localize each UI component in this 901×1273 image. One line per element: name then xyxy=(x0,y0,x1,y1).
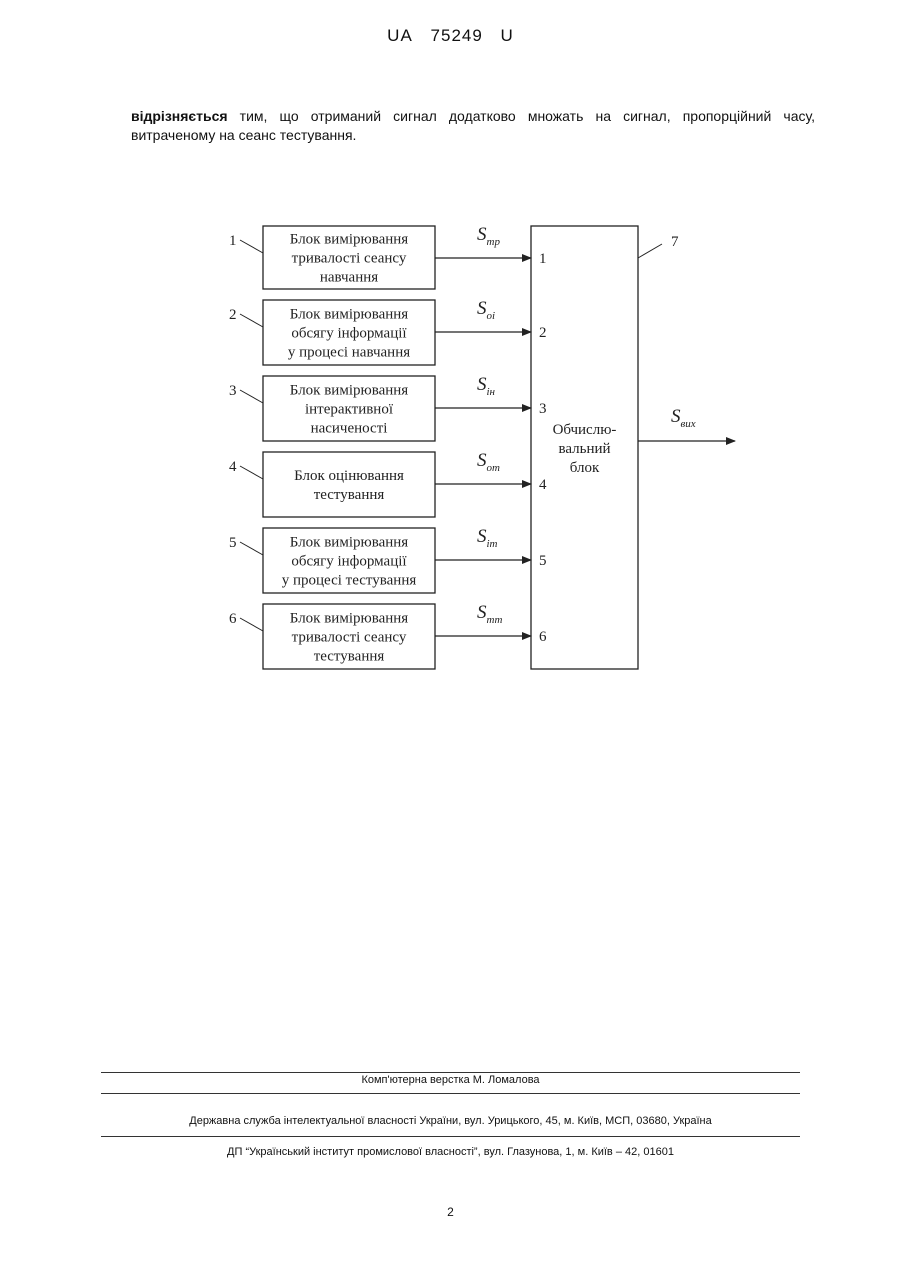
input-block-4-ref-number: 4 xyxy=(229,459,237,475)
input-block-5-signal-label: Sіт xyxy=(477,526,498,550)
page-number: 2 xyxy=(0,1205,901,1219)
input-block-6-label-line: тривалості сеансу xyxy=(292,630,407,646)
input-block-4-label-line: тестування xyxy=(314,487,385,503)
compute-block-input-4-number: 4 xyxy=(539,477,547,493)
footer-institute: ДП “Український інститут промислової вла… xyxy=(0,1146,901,1158)
output-signal-subscript: вих xyxy=(681,418,696,430)
input-block-6-label-line: тестування xyxy=(314,649,385,665)
input-block-3-label-line: насиченості xyxy=(311,421,388,437)
input-block-5-label-line: обсягу інформації xyxy=(291,554,407,570)
input-block-4-signal-label: Sот xyxy=(477,450,500,474)
compute-block-ref-number: 7 xyxy=(671,234,679,250)
input-block-3-label-line: Блок вимірювання xyxy=(290,383,409,399)
input-block-1-label-line: Блок вимірювання xyxy=(290,232,409,248)
input-block-2-ref-number: 2 xyxy=(229,307,237,323)
input-block-5-signal-subscript: іт xyxy=(487,538,498,550)
input-block-6-signal-subscript: тт xyxy=(487,614,503,626)
input-block-2-ref-leader xyxy=(240,314,263,327)
input-block-6-ref-number: 6 xyxy=(229,611,237,627)
input-block-1-ref-number: 1 xyxy=(229,233,237,249)
input-block-4-signal-subscript: от xyxy=(487,462,501,474)
input-block-4-ref-leader xyxy=(240,466,263,479)
input-block-4 xyxy=(263,452,435,517)
input-block-3-signal-subscript: ін xyxy=(487,386,496,398)
footer-rule-middle xyxy=(101,1093,800,1094)
footer-layout-credit: Комп'ютерна верстка М. Ломалова xyxy=(0,1074,901,1086)
compute-block-input-2-number: 2 xyxy=(539,325,547,341)
input-block-2-signal-label: Sоі xyxy=(477,298,495,322)
input-block-1-ref-leader xyxy=(240,240,263,253)
footer-rule-top xyxy=(101,1072,800,1073)
input-block-4-label-line: Блок оцінювання xyxy=(294,468,404,484)
compute-block-input-6-number: 6 xyxy=(539,629,547,645)
input-block-2-label-line: Блок вимірювання xyxy=(290,307,409,323)
input-block-6-ref-leader xyxy=(240,618,263,631)
input-block-1-signal-label: Sтр xyxy=(477,224,500,248)
input-block-6-label-line: Блок вимірювання xyxy=(290,611,409,627)
compute-block-label-line: блок xyxy=(570,460,600,476)
input-block-3-ref-number: 3 xyxy=(229,383,237,399)
compute-block-input-5-number: 5 xyxy=(539,553,547,569)
input-block-3-label-line: інтерактивної xyxy=(305,402,394,418)
compute-block-input-1-number: 1 xyxy=(539,251,547,267)
compute-block-input-3-number: 3 xyxy=(539,401,547,417)
input-block-1-label-line: тривалості сеансу xyxy=(292,251,407,267)
input-block-2-signal-subscript: оі xyxy=(487,310,496,322)
input-block-1-label-line: навчання xyxy=(320,270,378,286)
footer-agency: Державна служба інтелектуальної власност… xyxy=(0,1115,901,1127)
input-block-1-signal-subscript: тр xyxy=(487,236,501,248)
input-block-2-label-line: у процесі навчання xyxy=(288,345,410,361)
compute-block-label-line: Обчислю- xyxy=(553,422,617,438)
input-block-6-signal-label: Sтт xyxy=(477,602,502,626)
compute-block-ref-leader xyxy=(638,244,662,258)
output-signal-label: Sвих xyxy=(671,406,696,430)
input-block-5-label-line: у процесі тестування xyxy=(282,573,417,589)
input-block-2-label-line: обсягу інформації xyxy=(291,326,407,342)
input-block-3-signal-label: Sін xyxy=(477,374,496,398)
input-block-3-ref-leader xyxy=(240,390,263,403)
compute-block-label-line: вальний xyxy=(558,441,610,457)
input-block-5-ref-number: 5 xyxy=(229,535,237,551)
input-block-5-label-line: Блок вимірювання xyxy=(290,535,409,551)
input-block-5-ref-leader xyxy=(240,542,263,555)
footer-rule-bottom xyxy=(101,1136,800,1137)
